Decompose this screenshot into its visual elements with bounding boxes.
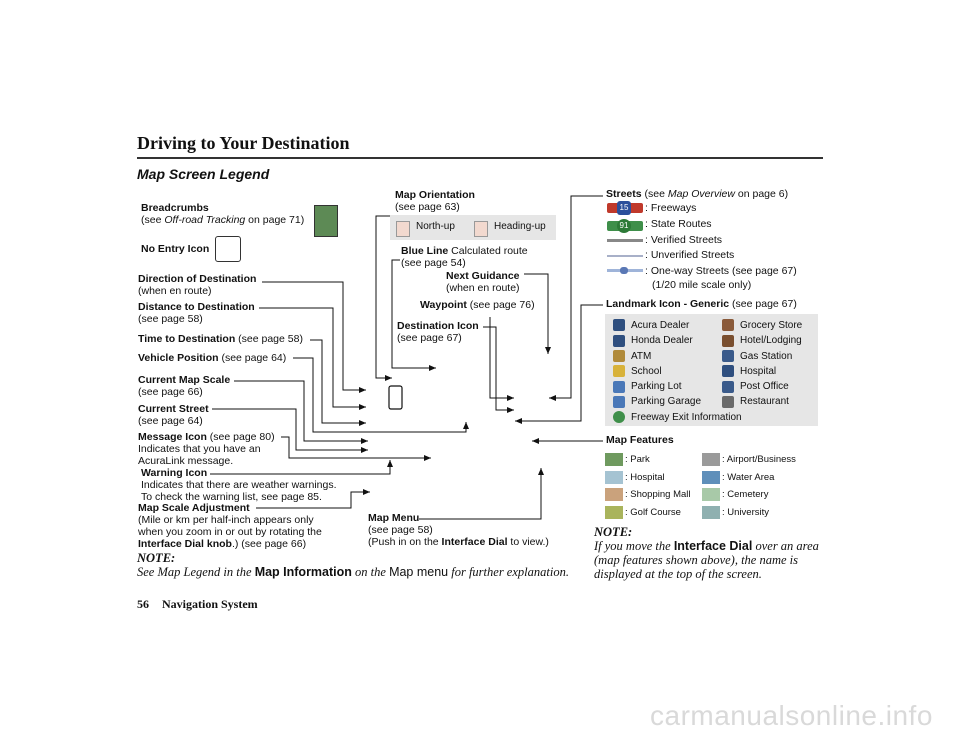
honda-dealer-icon	[613, 334, 625, 347]
feature-item: : Airport/Business	[702, 451, 796, 469]
parking-lot-icon	[613, 380, 625, 393]
school-icon	[613, 365, 625, 378]
atm-icon	[613, 349, 625, 362]
one-way-arrow-icon	[620, 267, 628, 274]
landmark-item: Hotel/Lodging	[722, 333, 802, 348]
breadcrumbs-icon	[314, 205, 338, 237]
destination-label: Destination Icon(see page 67)	[397, 320, 479, 344]
streets-heading: Streets (see Map Overview on page 6)	[606, 188, 789, 200]
no-entry-icon	[215, 236, 241, 262]
page-number: 56	[137, 597, 149, 611]
feature-item: : University	[702, 504, 796, 522]
feature-item: : Shopping Mall	[605, 486, 690, 504]
university-swatch	[702, 505, 720, 519]
unverified-street-icon	[607, 255, 643, 257]
direction-label: Direction of Destination(when en route)	[138, 273, 257, 297]
street-type-unverified: : Unverified Streets	[645, 249, 735, 261]
landmark-item: Acura Dealer	[613, 318, 742, 333]
freeway-exit-icon	[613, 411, 625, 424]
landmark-item: ATM	[613, 349, 742, 364]
blue-line-label: Blue Line Calculated route (see page 54)	[401, 245, 528, 269]
page-title: Driving to Your Destination	[137, 133, 350, 153]
one-way-note: (1/20 mile scale only)	[652, 279, 752, 291]
features-right-column: : Airport/Business : Water Area : Cemete…	[702, 451, 796, 521]
gas-station-icon	[722, 349, 734, 362]
landmark-item: Grocery Store	[722, 318, 802, 333]
orientation-box: North-up Heading-up	[390, 215, 556, 240]
parking-garage-icon	[613, 395, 625, 408]
street-type-verified: : Verified Streets	[645, 234, 723, 246]
north-up-label: North-up	[416, 221, 455, 232]
feature-item: : Cemetery	[702, 486, 796, 504]
current-street-label: Current Street(see page 64)	[138, 403, 209, 427]
vehicle-label: Vehicle Position (see page 64)	[138, 352, 287, 364]
landmark-item: Honda Dealer	[613, 333, 742, 348]
landmark-item: Gas Station	[722, 349, 802, 364]
street-type-freeways: : Freeways	[645, 202, 697, 214]
footer-title: Navigation System	[162, 597, 258, 611]
features-left-column: : Park : Hospital : Shopping Mall : Golf…	[605, 451, 690, 521]
waypoint-label: Waypoint (see page 76)	[420, 299, 535, 311]
park-swatch	[605, 452, 623, 466]
hotel-icon	[722, 334, 734, 347]
airport-swatch	[702, 452, 720, 466]
distance-label: Distance to Destination(see page 58)	[138, 301, 255, 325]
feature-item: : Park	[605, 451, 690, 469]
freeway-shield-icon: 15	[607, 201, 643, 215]
watermark: carmanualsonline.info	[650, 700, 933, 731]
landmark-item: Restaurant	[722, 394, 802, 409]
landmark-item: Post Office	[722, 379, 802, 394]
landmark-item: Parking Lot	[613, 379, 742, 394]
map-features-heading: Map Features	[606, 434, 674, 446]
cemetery-swatch	[702, 488, 720, 502]
shopping-mall-swatch	[605, 488, 623, 502]
landmark-heading: Landmark Icon - Generic (see page 67)	[606, 298, 797, 310]
restaurant-icon	[722, 395, 734, 408]
landmark-legend-box	[605, 314, 818, 426]
no-entry-label: No Entry Icon	[141, 243, 210, 255]
map-menu-label: Map Menu (see page 58) (Push in on the I…	[368, 512, 549, 548]
landmark-item: Freeway Exit Information	[613, 410, 742, 425]
street-type-one-way: : One-way Streets (see page 67)	[645, 265, 797, 277]
title-rule	[137, 157, 823, 159]
section-subtitle: Map Screen Legend	[137, 166, 270, 182]
scale-adjustment-label: Map Scale Adjustment (Mile or km per hal…	[138, 502, 322, 550]
street-type-state-routes: : State Routes	[645, 218, 712, 230]
hospital-icon	[722, 365, 734, 378]
landmark-item: Parking Garage	[613, 394, 742, 409]
heading-up-icon	[474, 221, 488, 237]
feature-item: : Hospital	[605, 469, 690, 487]
next-guidance-label: Next Guidance(when en route)	[446, 270, 520, 294]
verified-street-icon	[607, 239, 643, 242]
heading-up-label: Heading-up	[494, 221, 546, 232]
map-scale-label: Current Map Scale(see page 66)	[138, 374, 231, 398]
landmark-right-column: Grocery Store Hotel/Lodging Gas Station …	[722, 318, 802, 410]
landmark-item: Hospital	[722, 364, 802, 379]
map-orientation-label: Map Orientation(see page 63)	[395, 189, 475, 213]
feature-item: : Water Area	[702, 469, 796, 487]
north-up-icon	[396, 221, 410, 237]
breadcrumbs-label: Breadcrumbs (see Off-road Tracking on pa…	[141, 202, 305, 226]
hospital-swatch	[605, 470, 623, 484]
message-label: Message Icon (see page 80) Indicates tha…	[138, 431, 275, 467]
landmark-item: School	[613, 364, 742, 379]
grocery-store-icon	[722, 319, 734, 332]
acura-dealer-icon	[613, 319, 625, 332]
post-office-icon	[722, 380, 734, 393]
note-left: NOTE: See Map Legend in the Map Informat…	[137, 551, 569, 579]
time-label: Time to Destination (see page 58)	[138, 333, 303, 345]
golf-course-swatch	[605, 505, 623, 519]
landmark-left-column: Acura Dealer Honda Dealer ATM School Par…	[613, 318, 742, 425]
warning-label: Warning Icon Indicates that there are we…	[141, 467, 337, 503]
water-area-swatch	[702, 470, 720, 484]
state-route-shield-icon: 91	[607, 219, 643, 233]
feature-item: : Golf Course	[605, 504, 690, 522]
note-right: NOTE: If you move the Interface Dial ove…	[594, 525, 819, 581]
